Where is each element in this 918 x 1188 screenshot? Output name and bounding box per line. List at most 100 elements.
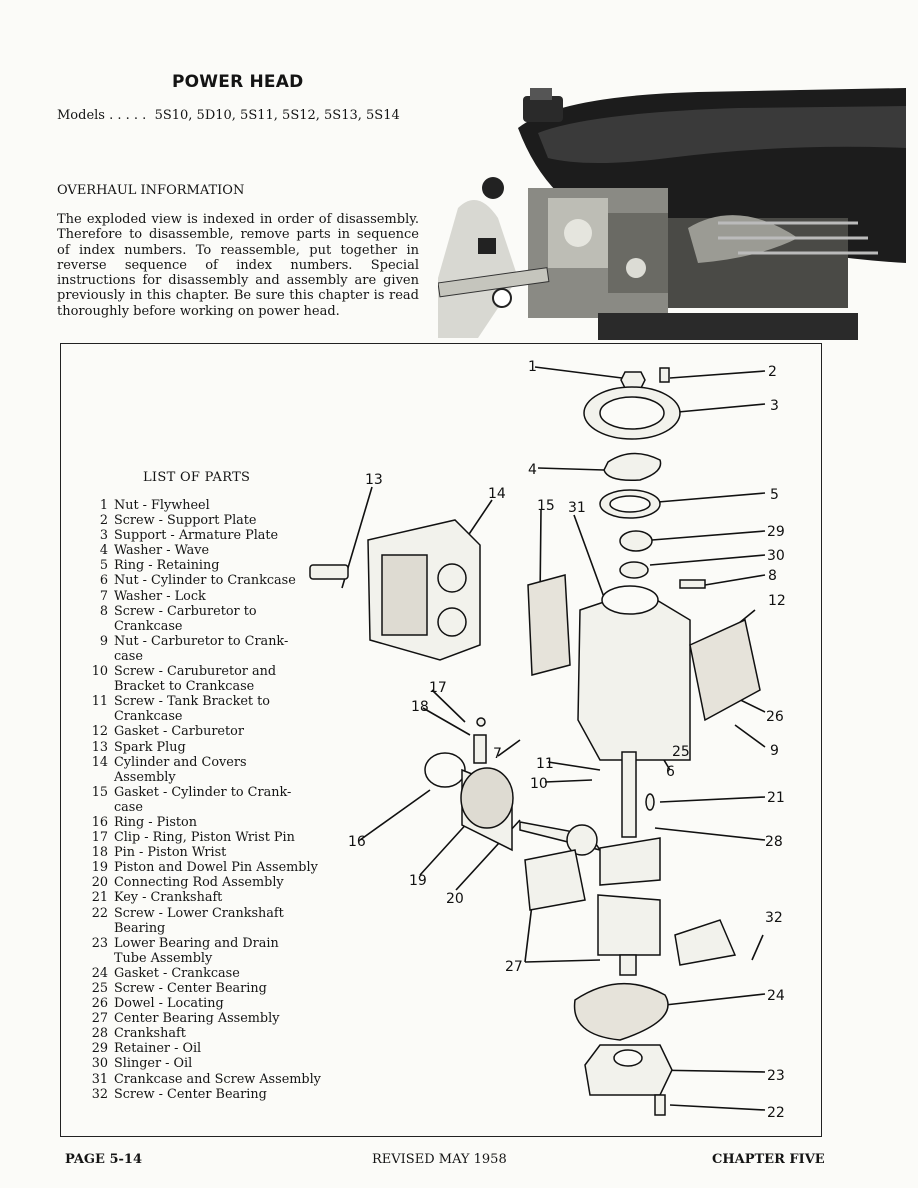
parts-list-item: 31 Crankcase and Screw Assembly bbox=[80, 1072, 350, 1087]
callout-29: 29 bbox=[767, 524, 785, 540]
part-name: Crankcase and Screw Assembly bbox=[114, 1071, 321, 1087]
callout-7: 7 bbox=[493, 746, 502, 762]
callout-28: 28 bbox=[765, 834, 783, 850]
exploded-view-frame bbox=[60, 343, 822, 1137]
part-name: Lower Bearing and Drain Tube Assembly bbox=[114, 935, 279, 966]
part-number: 13 bbox=[91, 739, 108, 755]
part-name: Slinger - Oil bbox=[114, 1056, 193, 1072]
part-name: Ring - Piston bbox=[114, 814, 197, 830]
page-number: PAGE 5-14 bbox=[65, 1152, 142, 1167]
part-number: 9 bbox=[99, 633, 108, 649]
part-name: Piston and Dowel Pin Assembly bbox=[114, 860, 318, 876]
part-number: 14 bbox=[91, 754, 108, 770]
part-name: Cylinder and Covers Assembly bbox=[114, 754, 247, 785]
callout-17: 17 bbox=[429, 680, 447, 696]
callout-24: 24 bbox=[767, 988, 785, 1004]
part-name: Screw - Center Bearing bbox=[114, 1086, 267, 1102]
callout-13: 13 bbox=[365, 472, 383, 488]
part-number: 7 bbox=[99, 588, 108, 604]
parts-list-heading: LIST OF PARTS bbox=[143, 470, 251, 485]
part-number: 2 bbox=[99, 513, 108, 529]
callout-6: 6 bbox=[666, 764, 675, 780]
revision-date: REVISED MAY 1958 bbox=[372, 1152, 507, 1167]
callout-20: 20 bbox=[446, 891, 464, 907]
callout-31: 31 bbox=[568, 500, 586, 516]
part-number: 16 bbox=[91, 814, 108, 830]
part-number: 12 bbox=[91, 724, 108, 740]
callout-25: 25 bbox=[672, 744, 690, 760]
parts-list-item: 26 Dowel - Locating bbox=[80, 996, 350, 1011]
models-value: 5S10, 5D10, 5S11, 5S12, 5S13, 5S14 bbox=[154, 108, 400, 123]
callout-27: 27 bbox=[505, 959, 523, 975]
part-number: 30 bbox=[91, 1056, 108, 1072]
part-name: Screw - Carburetor to Crankcase bbox=[114, 603, 257, 634]
parts-list-item: 16 Ring - Piston bbox=[80, 815, 350, 830]
callout-8: 8 bbox=[768, 568, 777, 584]
part-number: 26 bbox=[91, 996, 108, 1012]
callout-21: 21 bbox=[767, 790, 785, 806]
part-number: 6 bbox=[99, 573, 108, 589]
callout-1: 1 bbox=[528, 359, 537, 375]
parts-list-item: 22 Screw - Lower Crankshaft Bearing bbox=[80, 906, 350, 936]
part-name: Pin - Piston Wrist bbox=[114, 845, 227, 861]
part-name: Center Bearing Assembly bbox=[114, 1011, 280, 1027]
part-name: Retainer - Oil bbox=[114, 1041, 202, 1057]
parts-list-item: 9 Nut - Carburetor to Crank- case bbox=[80, 634, 350, 664]
part-number: 29 bbox=[91, 1041, 108, 1057]
part-name: Screw - Lower Crankshaft Bearing bbox=[114, 905, 284, 936]
parts-list-item: 5 Ring - Retaining bbox=[80, 558, 350, 573]
page-title: POWER HEAD bbox=[172, 72, 304, 92]
part-name: Connecting Rod Assembly bbox=[114, 875, 284, 891]
callout-3: 3 bbox=[770, 398, 779, 414]
parts-list-item: 29 Retainer - Oil bbox=[80, 1041, 350, 1056]
callout-12: 12 bbox=[768, 593, 786, 609]
part-name: Key - Crankshaft bbox=[114, 890, 223, 906]
parts-list-item: 27 Center Bearing Assembly bbox=[80, 1011, 350, 1026]
parts-list-item: 30 Slinger - Oil bbox=[80, 1056, 350, 1071]
parts-list-item: 4 Washer - Wave bbox=[80, 543, 350, 558]
part-number: 18 bbox=[91, 845, 108, 861]
part-name: Clip - Ring, Piston Wrist Pin bbox=[114, 830, 295, 846]
overhaul-heading: OVERHAUL INFORMATION bbox=[57, 183, 245, 198]
part-number: 17 bbox=[91, 830, 108, 846]
callout-2: 2 bbox=[768, 364, 777, 380]
part-number: 10 bbox=[91, 664, 108, 680]
part-name: Gasket - Cylinder to Crank- case bbox=[114, 784, 292, 815]
part-number: 31 bbox=[91, 1071, 108, 1087]
part-name: Nut - Carburetor to Crank- case bbox=[114, 633, 289, 664]
part-number: 22 bbox=[91, 905, 108, 921]
part-name: Screw - Tank Bracket to Crankcase bbox=[114, 694, 270, 725]
callout-32: 32 bbox=[765, 910, 783, 926]
part-number: 19 bbox=[91, 860, 108, 876]
callout-16: 16 bbox=[348, 834, 366, 850]
part-number: 4 bbox=[99, 543, 108, 559]
part-number: 15 bbox=[91, 784, 108, 800]
part-name: Crankshaft bbox=[114, 1026, 186, 1042]
part-name: Washer - Wave bbox=[114, 543, 210, 559]
parts-list-item: 14 Cylinder and Covers Assembly bbox=[80, 755, 350, 785]
part-name: Dowel - Locating bbox=[114, 996, 224, 1012]
part-number: 3 bbox=[99, 528, 108, 544]
part-number: 5 bbox=[99, 558, 108, 574]
callout-4: 4 bbox=[528, 462, 537, 478]
part-number: 11 bbox=[91, 694, 108, 710]
callout-15: 15 bbox=[537, 498, 555, 514]
part-number: 1 bbox=[99, 498, 108, 513]
part-number: 28 bbox=[91, 1026, 108, 1042]
part-number: 27 bbox=[91, 1011, 108, 1027]
part-number: 25 bbox=[91, 981, 108, 996]
part-name: Ring - Retaining bbox=[114, 558, 220, 574]
